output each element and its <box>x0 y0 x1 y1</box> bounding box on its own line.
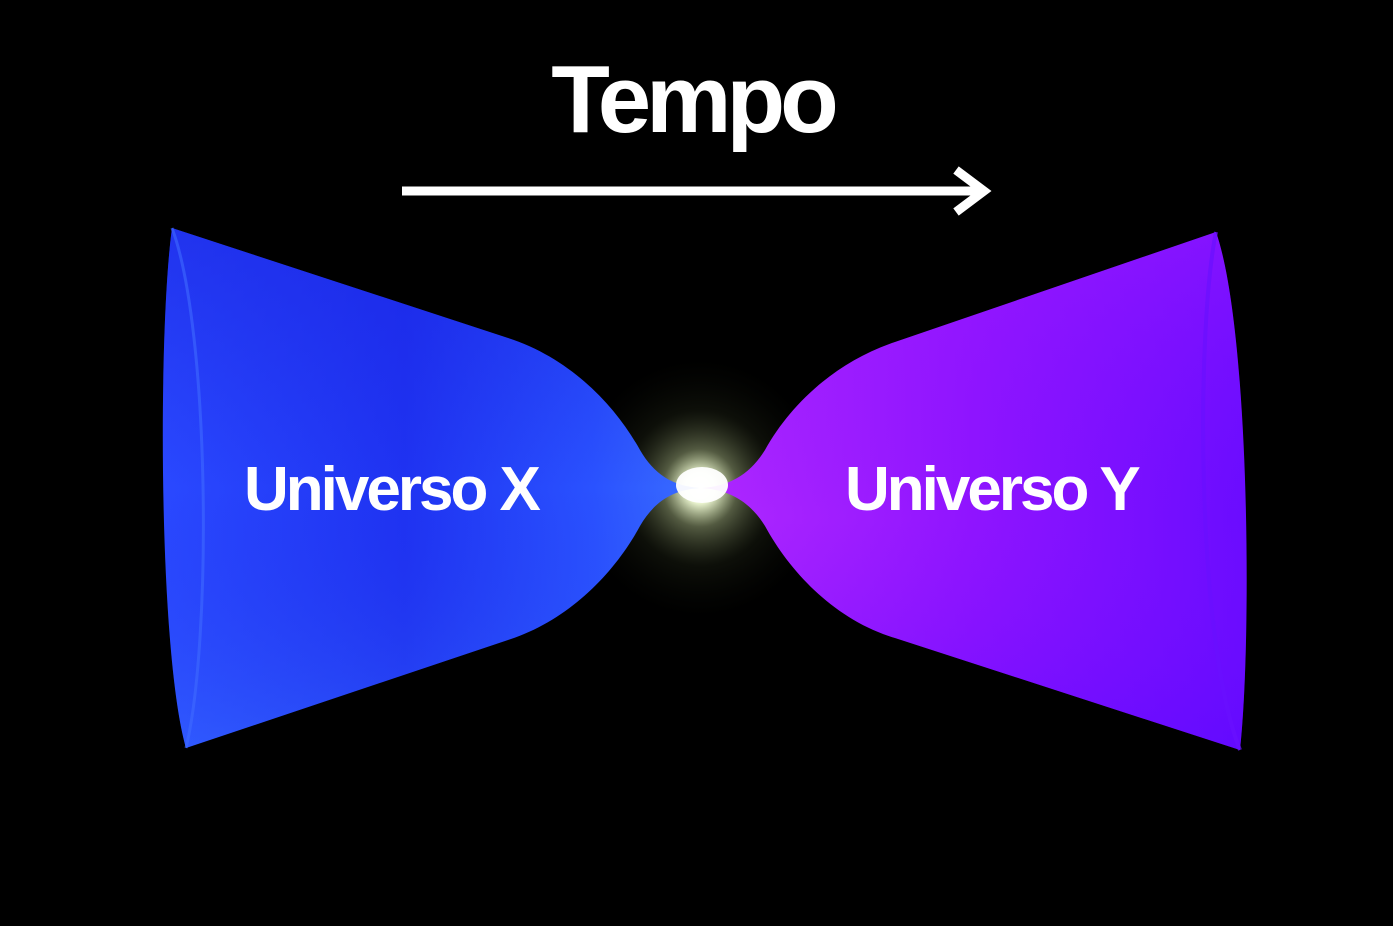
universe-x-shading <box>162 228 700 748</box>
time-axis-label: Tempo <box>551 46 839 153</box>
singularity-core <box>676 467 728 503</box>
universe-y-shading <box>702 232 1247 750</box>
universe-x-rim <box>170 227 205 749</box>
universe-y-rim <box>1201 231 1242 751</box>
right-arrow-icon <box>402 166 992 216</box>
universe-y-label: Universo Y <box>845 455 1141 524</box>
universe-x-label: Universo X <box>244 455 541 524</box>
